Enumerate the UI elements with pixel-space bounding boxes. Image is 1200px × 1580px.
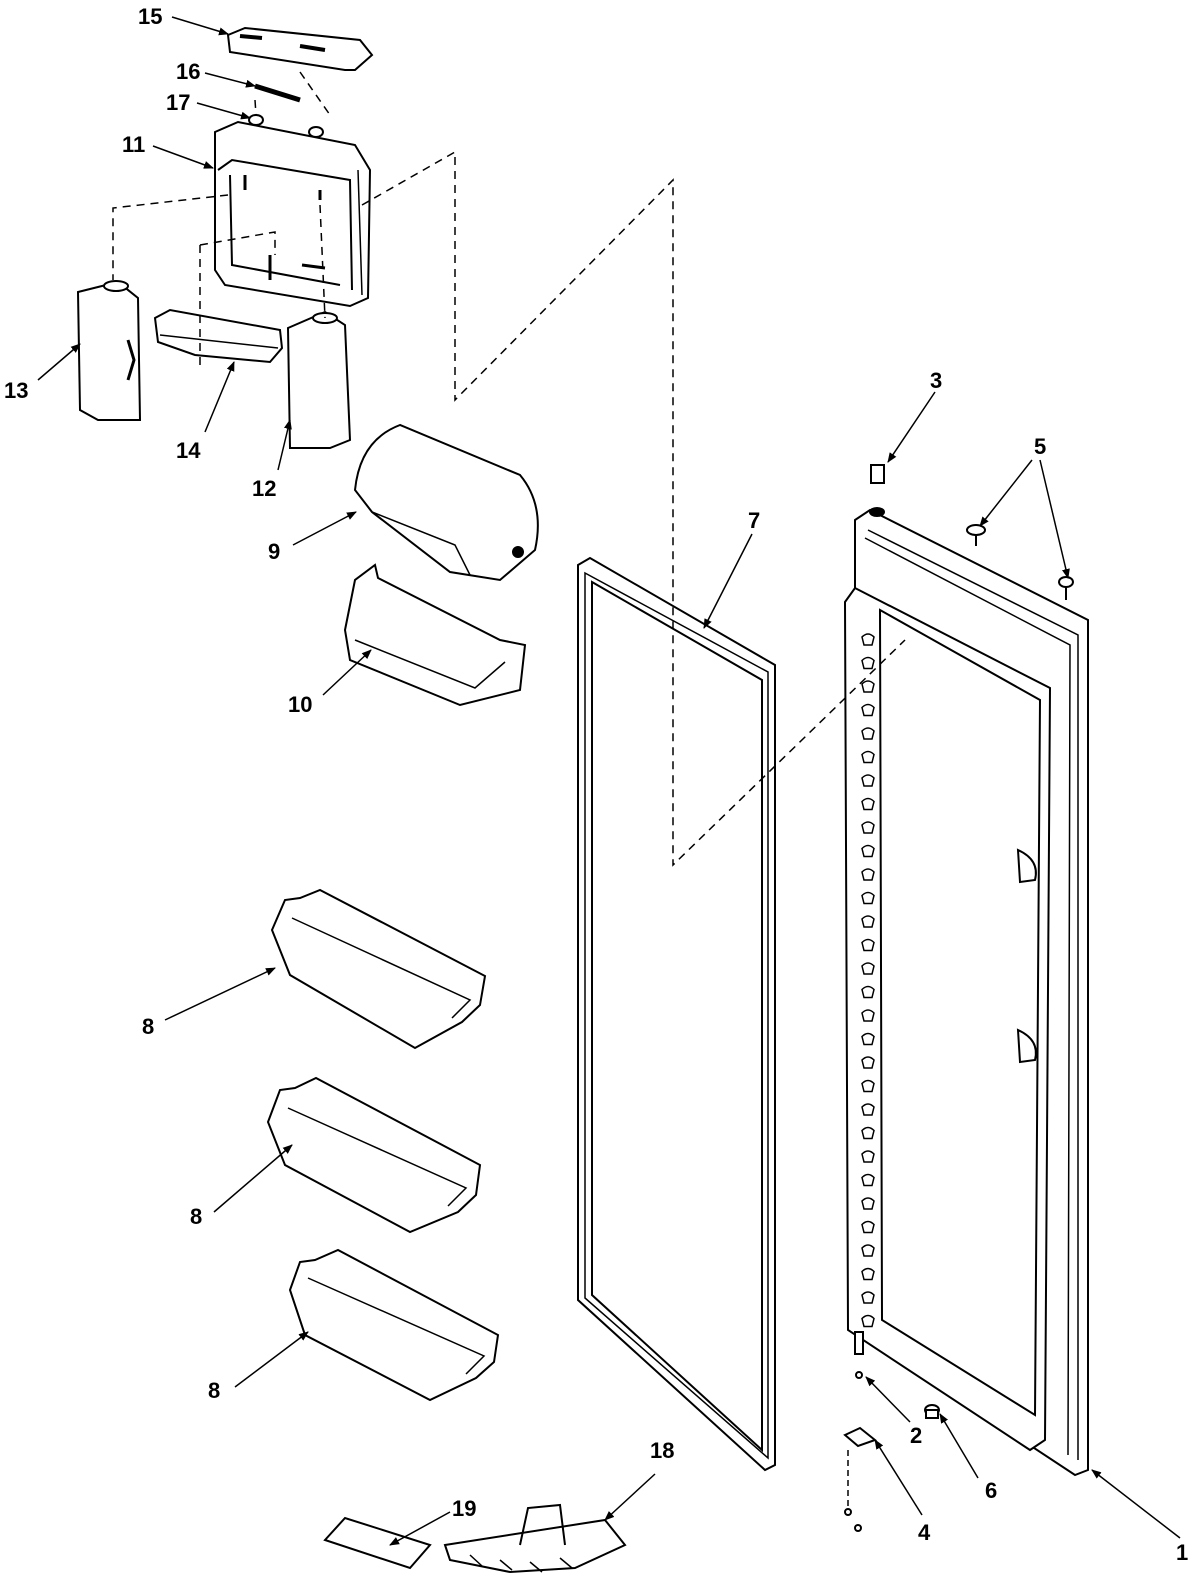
rail-cup [861,1173,875,1187]
part-6-stop [924,1404,940,1419]
rail-cup [861,1267,875,1281]
rail-cup [861,1009,875,1022]
callout-8-top: 8 [142,1014,155,1039]
part-14-tray [153,308,284,364]
part-12-cover [286,310,352,449]
part-2-hinge [854,1331,864,1379]
rail-cup [861,1032,875,1046]
part-11-housing [214,120,372,308]
callout-18: 18 [650,1438,675,1463]
assembly-lines [112,71,906,867]
callout-15: 15 [138,4,163,29]
part-13-cover [76,280,142,421]
rail-cup [861,821,875,834]
callout-8-middle: 8 [190,1204,203,1229]
leader-lines [37,16,1181,1546]
rail-cup [861,750,875,764]
part-17-knobs [248,114,324,138]
callout-1: 1 [1176,1540,1189,1565]
rail-cup [861,633,875,646]
callout-8-bottom: 8 [208,1378,221,1403]
rail-cup [861,891,875,905]
callout-11: 11 [122,132,146,157]
rail-cup [861,1197,875,1210]
rail-cup [861,1150,875,1163]
rail-cup [861,962,875,975]
callout-5: 5 [1034,434,1047,459]
rail-cup [861,774,875,787]
part-16-rod [254,83,301,103]
rail-cup [861,1056,875,1069]
callout-6: 6 [985,1478,998,1503]
part-3-bushing [869,464,885,517]
part-15-cover [226,26,374,71]
rail-cup [861,797,875,811]
callout-13: 13 [4,378,29,403]
part-8-shelf-2 [266,1076,482,1234]
rail-cup [861,1079,875,1093]
rail-cup [861,680,875,693]
rail-cup [861,727,875,740]
rail-cup [861,1220,875,1234]
part-8-shelf-3 [288,1248,500,1402]
rail-cup [861,915,875,928]
part-10-bin [343,563,527,707]
part-5-plugs [966,524,1074,600]
rail-cup [861,1291,875,1304]
callout-3: 3 [930,368,943,393]
door-rail-cups [861,633,875,1328]
rail-cup [861,938,875,952]
door-liner [843,586,1052,1452]
part-8-shelf-1 [270,888,487,1050]
rail-cup [861,868,875,881]
callout-19: 19 [452,1496,477,1521]
rail-cup [861,844,875,858]
rail-cup [861,1244,875,1257]
callout-10: 10 [288,692,313,717]
callout-9: 9 [268,539,281,564]
callout-4: 4 [918,1520,931,1545]
part-9-compartment [353,423,539,582]
callout-12: 12 [252,476,277,501]
part-4-hinge [843,1426,878,1532]
callout-7: 7 [748,508,761,533]
rail-cup [861,1126,875,1140]
rail-cup [861,703,875,717]
callout-14: 14 [176,438,201,463]
rail-cup [861,656,875,670]
rail-cup [861,1314,875,1328]
callout-17: 17 [166,90,191,115]
callout-16: 16 [176,59,201,84]
rail-cup [861,985,875,999]
part-7-gasket [577,556,776,1472]
part-18-egg-tray [443,1503,627,1574]
callout-2: 2 [910,1423,923,1448]
part-19-tray [323,1516,432,1570]
rail-cup [861,1103,875,1116]
